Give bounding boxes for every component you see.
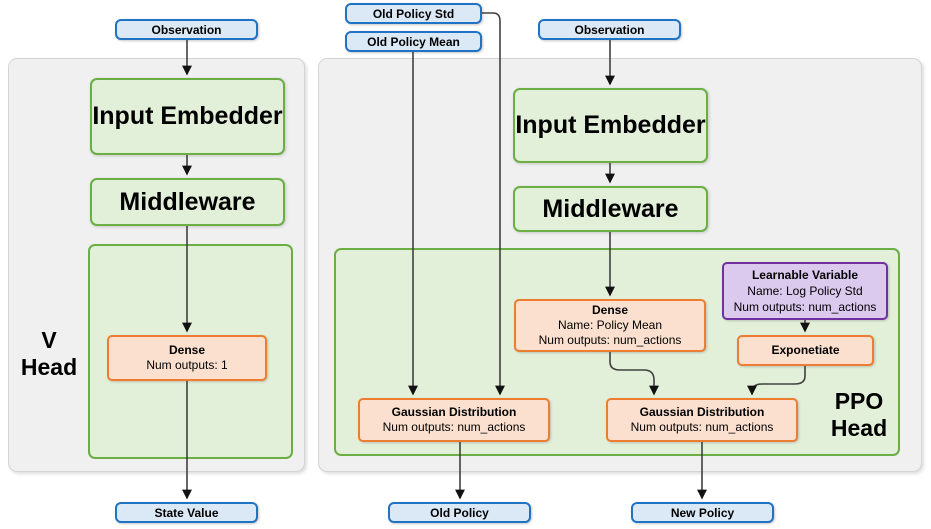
ppo-exponentiate-block[interactable]: Exponetiate [737, 335, 874, 366]
v-head-state-value-pill[interactable]: State Value [115, 502, 258, 523]
v-head-input-embedder-block[interactable]: Input Embedder [90, 78, 285, 155]
ppo-new-policy-label: New Policy [670, 505, 735, 520]
ppo-input-embedder-label: Input Embedder [515, 111, 706, 139]
ppo-old-policy-label: Old Policy [430, 505, 489, 520]
ppo-middleware-label: Middleware [542, 194, 679, 223]
v-head-state-value-label: State Value [154, 505, 219, 520]
v-head-dense-block[interactable]: Dense Num outputs: 1 [107, 335, 267, 381]
ppo-gaussian-new-numoutputs: Num outputs: num_actions [630, 420, 774, 434]
ppo-gaussian-new-block[interactable]: Gaussian Distribution Num outputs: num_a… [606, 398, 798, 442]
ppo-dense-policy-mean-block[interactable]: Dense Name: Policy Mean Num outputs: num… [514, 299, 706, 352]
ppo-new-policy-pill[interactable]: New Policy [631, 502, 774, 523]
ppo-learnable-variable-numoutputs: Num outputs: num_actions [733, 300, 877, 314]
ppo-head-label: PPO Head [820, 385, 898, 445]
v-head-label-line2: Head [20, 354, 78, 380]
ppo-learnable-variable-title: Learnable Variable [751, 268, 859, 282]
ppo-old-policy-mean-pill[interactable]: Old Policy Mean [345, 31, 482, 52]
ppo-dense-numoutputs: Num outputs: num_actions [538, 333, 682, 347]
ppo-gaussian-old-block[interactable]: Gaussian Distribution Num outputs: num_a… [358, 398, 550, 442]
ppo-head-label-line2: Head [830, 415, 888, 441]
ppo-old-policy-pill[interactable]: Old Policy [388, 502, 531, 523]
ppo-exponentiate-title: Exponetiate [771, 343, 840, 357]
v-head-middleware-label: Middleware [119, 187, 256, 216]
v-head-label-line1: V [41, 327, 57, 353]
ppo-dense-name: Name: Policy Mean [557, 318, 663, 332]
v-head-dense-title: Dense [168, 343, 206, 357]
v-head-dense-numoutputs: Num outputs: 1 [146, 358, 228, 372]
ppo-dense-title: Dense [591, 303, 629, 317]
ppo-old-policy-mean-label: Old Policy Mean [367, 34, 460, 49]
v-head-observation-label: Observation [151, 22, 222, 37]
ppo-learnable-variable-block[interactable]: Learnable Variable Name: Log Policy Std … [722, 262, 888, 320]
v-head-observation-pill[interactable]: Observation [115, 19, 258, 40]
ppo-input-embedder-block[interactable]: Input Embedder [513, 88, 708, 163]
ppo-observation-pill[interactable]: Observation [538, 19, 681, 40]
ppo-head-label-line1: PPO [834, 388, 884, 414]
ppo-middleware-block[interactable]: Middleware [513, 186, 708, 232]
ppo-gaussian-old-title: Gaussian Distribution [391, 405, 517, 419]
v-head-middleware-block[interactable]: Middleware [90, 178, 285, 226]
v-head-label: V Head [12, 325, 86, 383]
ppo-gaussian-old-numoutputs: Num outputs: num_actions [382, 420, 526, 434]
v-head-input-embedder-label: Input Embedder [92, 102, 283, 130]
ppo-observation-label: Observation [574, 22, 645, 37]
ppo-gaussian-new-title: Gaussian Distribution [639, 405, 765, 419]
ppo-old-policy-std-label: Old Policy Std [372, 6, 455, 21]
ppo-learnable-variable-name: Name: Log Policy Std [747, 284, 863, 298]
ppo-old-policy-std-pill[interactable]: Old Policy Std [345, 3, 482, 24]
